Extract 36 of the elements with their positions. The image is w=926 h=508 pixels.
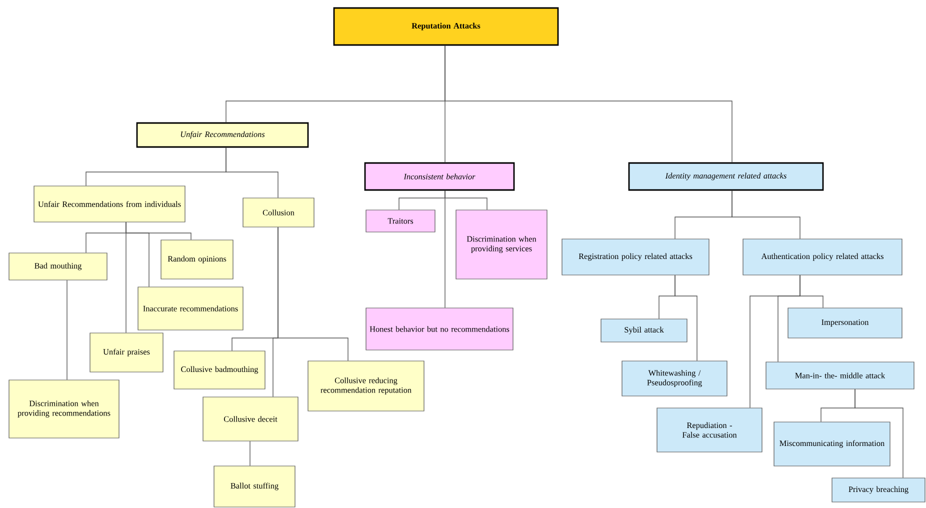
attack-box: Unfair Recommendations from individuals — [34, 186, 186, 222]
attack-box: Bad mouthing — [8, 252, 108, 280]
attack-box: Honest behavior but no recommendations — [366, 308, 514, 350]
category-box: Identity management related attacks — [628, 162, 824, 191]
connector — [444, 45, 732, 163]
category-box: Inconsistent behavior — [364, 162, 515, 191]
attack-box: Privacy breaching — [832, 478, 926, 502]
attack-box: Whitewashing / Pseudosproofing — [622, 360, 728, 396]
connector — [854, 388, 904, 478]
attack-box: Collusion — [242, 198, 314, 228]
title-box: Reputation Attacks — [333, 7, 559, 46]
connector — [66, 280, 68, 380]
attack-box: Registration policy related attacks — [562, 238, 710, 276]
attack-box: Repudiation - False accusation — [656, 408, 762, 452]
connector — [226, 147, 278, 198]
attack-box: Miscommunicating information — [774, 422, 890, 466]
attack-box: Discrimination when providing recommendations — [8, 380, 120, 438]
attack-box: Collusive badmouthing — [174, 350, 266, 390]
attack-box: Collusive deceit — [202, 396, 298, 442]
attack-box: Inaccurate recommendations — [138, 286, 244, 330]
attack-box: Authentication policy related attacks — [742, 238, 902, 276]
connector — [732, 190, 800, 240]
attack-box: Impersonation — [788, 308, 902, 338]
connector — [444, 190, 446, 308]
attack-box: Traitors — [366, 210, 436, 232]
category-box: Unfair Recommendations — [136, 122, 309, 148]
attack-box: Man-in- the- middle attack — [766, 362, 914, 390]
attack-box: Discrimination when providing services — [456, 210, 548, 280]
attack-box: Sybil attack — [600, 318, 688, 342]
connector — [272, 226, 278, 398]
connector — [750, 274, 800, 408]
connector — [674, 274, 698, 362]
attack-box: Unfair praises — [90, 332, 164, 372]
attack-box: Random opinions — [160, 240, 234, 280]
attack-box: Collusive reducing recommendation reputation — [308, 360, 424, 412]
attack-box: Ballot stuffing — [214, 466, 296, 508]
